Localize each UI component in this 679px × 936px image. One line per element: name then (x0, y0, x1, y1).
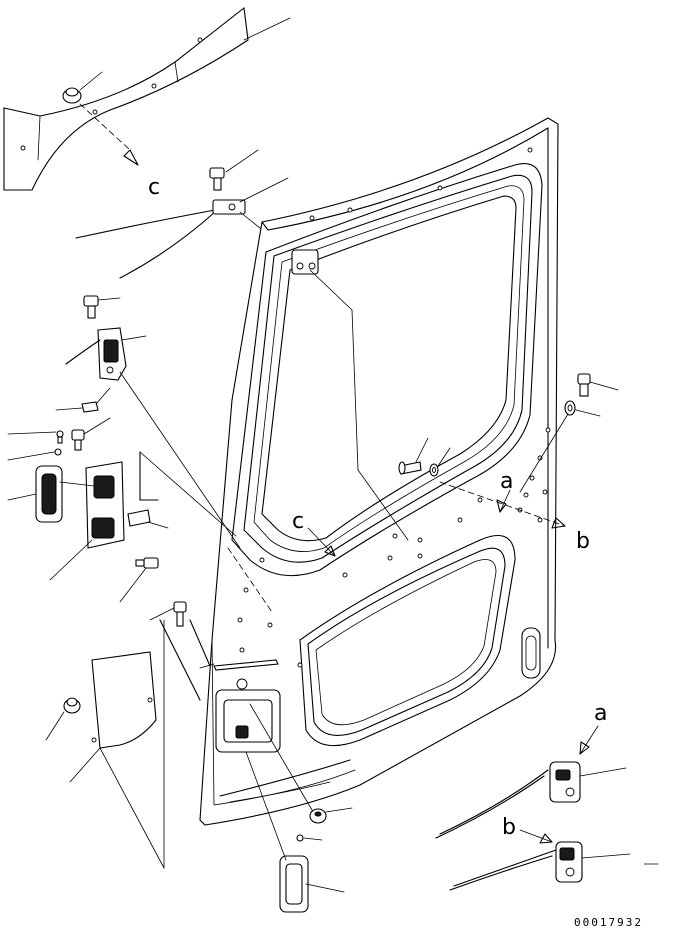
lock-cylinder (309, 808, 327, 824)
leader-line (119, 567, 147, 603)
arrow-b-latch (539, 833, 553, 844)
leader-line (7, 451, 55, 461)
lower-trim-panel (91, 651, 157, 749)
top-trim-panel (3, 6, 249, 191)
door-latch-b (449, 841, 583, 891)
leader-line (325, 807, 353, 813)
leader-line (121, 335, 147, 341)
leader-line (199, 663, 215, 669)
leader-line (55, 407, 83, 411)
leader-line (249, 703, 313, 811)
inner-lock-assembly (65, 327, 127, 381)
lever-rod (213, 659, 279, 671)
bolt (83, 295, 99, 319)
leader-line (579, 725, 599, 755)
leader-line (69, 747, 101, 783)
leader-line (97, 297, 121, 301)
leader-line (437, 447, 451, 467)
arrow-c-window (324, 545, 336, 557)
leader-line (519, 829, 553, 843)
door-cable (75, 199, 246, 279)
washer (564, 400, 576, 416)
arrow-a-latch (579, 741, 590, 755)
leader-line (239, 177, 289, 203)
callout-b-door: b (576, 529, 590, 554)
leader-line (579, 767, 627, 777)
bolt (577, 373, 591, 397)
leader-line (79, 71, 103, 91)
leader-line (575, 409, 601, 417)
door-latch-a (435, 761, 581, 839)
cab-door-panel (199, 117, 559, 826)
callout-a-latch: a (594, 701, 607, 726)
leader-line (589, 381, 619, 391)
callout-c-top: c (148, 175, 160, 200)
leader-line (581, 853, 631, 859)
bracket (127, 451, 159, 527)
leader-line (95, 387, 111, 405)
leader-line (305, 883, 345, 893)
leader-line (499, 489, 511, 513)
leader-line (357, 469, 409, 541)
leader-line (147, 521, 169, 529)
outer-handle (35, 465, 63, 523)
leader-line (49, 539, 93, 581)
screw (54, 448, 62, 456)
bolt (209, 167, 225, 191)
leader-line (149, 607, 175, 621)
leader-line (519, 413, 569, 493)
leader-line (303, 837, 323, 841)
leader-dashed (227, 547, 273, 613)
callout-c-window: c (292, 509, 304, 534)
bolt (398, 461, 422, 475)
leader-line (159, 619, 201, 701)
leader-line (59, 481, 95, 487)
leader-line (243, 17, 291, 41)
grommet (62, 87, 82, 104)
leader-line (83, 417, 111, 435)
bolt (71, 429, 85, 451)
clip (81, 401, 99, 413)
leader-line (139, 451, 237, 537)
leader-line (351, 309, 359, 471)
leader-line (189, 619, 211, 667)
lock-plate (85, 461, 125, 549)
screw (296, 834, 304, 842)
leader-line (245, 751, 287, 861)
callout-b-latch: b (502, 815, 516, 840)
leader-line (309, 269, 353, 311)
grip-handle (279, 855, 309, 913)
leader-line (415, 437, 429, 463)
leader-line (225, 149, 259, 173)
screw (56, 430, 64, 444)
arrow-b-door (551, 517, 566, 529)
leader-line (99, 747, 165, 869)
callout-a-door: a (500, 469, 513, 494)
leader-line (7, 431, 57, 435)
arrow-c-top (123, 149, 139, 166)
drawing-number: 00017932 (574, 916, 643, 929)
bolt (173, 601, 187, 627)
leader-line (307, 527, 336, 557)
arrow-a-door (496, 499, 507, 513)
leader-dashed (79, 103, 131, 151)
washer (429, 463, 439, 477)
leader-line (45, 711, 65, 741)
grommet (63, 697, 81, 714)
leader-line (7, 493, 37, 501)
leader-line (119, 371, 241, 549)
leader-dashed (439, 481, 566, 527)
bolt (135, 557, 159, 569)
